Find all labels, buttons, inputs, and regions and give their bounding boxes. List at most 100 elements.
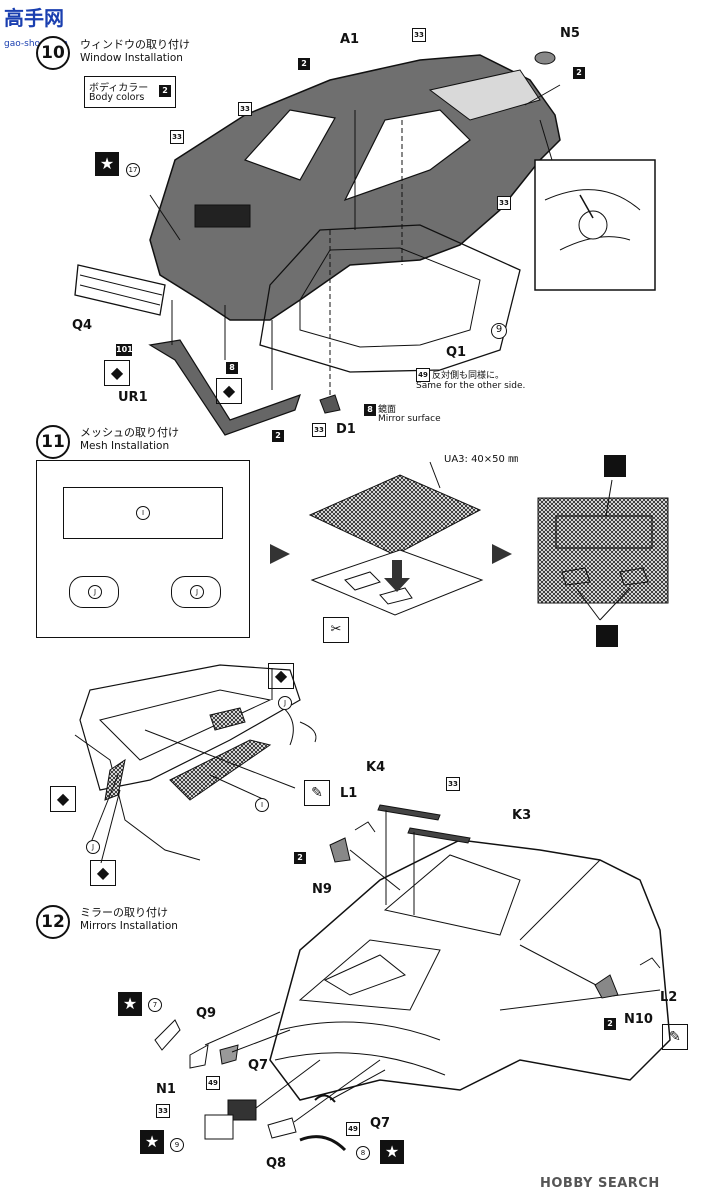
code-49-b: 49 xyxy=(346,1122,360,1136)
part-n5 xyxy=(534,51,556,65)
rear-window xyxy=(428,69,541,121)
mesh-ua3-label: UA3: 40×50 ㎜ xyxy=(444,454,519,465)
code-8-a: 8 xyxy=(226,362,238,374)
code-2-b: 2 xyxy=(573,67,585,79)
label-q7-a: Q7 xyxy=(248,1058,269,1073)
cut-icon: ✂ xyxy=(323,617,349,643)
label-q9: Q9 xyxy=(196,1006,217,1021)
mark-i: I xyxy=(136,506,150,520)
diamond-icon: ◆ xyxy=(50,786,76,812)
label-n1: N1 xyxy=(156,1082,176,1097)
code-9-plate: 9 xyxy=(170,1138,184,1152)
mesh-template-sheet: I J J xyxy=(36,460,250,638)
template-opening-j-left: J xyxy=(69,576,119,608)
body-colors-en: Body colors xyxy=(89,92,145,103)
wiper-k4 xyxy=(377,804,441,821)
window-glass-q1 xyxy=(259,224,521,373)
glue-icon: ✎ xyxy=(662,1024,688,1050)
code-8-b: 8 xyxy=(364,404,376,416)
label-q8: Q8 xyxy=(266,1156,287,1171)
step-12-title-en: Mirrors Installation xyxy=(80,920,178,932)
light-q9-b xyxy=(189,1044,209,1069)
diamond-icon: ◆ xyxy=(104,360,130,386)
code-33-c: 33 xyxy=(170,130,184,144)
mark-j-4: J xyxy=(86,840,100,854)
code-49-a: 49 xyxy=(206,1076,220,1090)
code-101: 101 xyxy=(116,344,133,356)
mesh-sheet-ua3 xyxy=(308,474,482,556)
car-body-outline xyxy=(269,839,671,1101)
star-icon: ★ xyxy=(118,992,142,1016)
footer-watermark: HOBBY SEARCH xyxy=(540,1172,660,1191)
star-icon: ★ xyxy=(95,152,119,176)
code-8-fog: 8 xyxy=(356,1146,370,1160)
code-33-b: 33 xyxy=(238,102,252,116)
code-33-a: 33 xyxy=(412,28,426,42)
code-7: 7 xyxy=(148,998,162,1012)
fog-q8 xyxy=(267,1117,297,1139)
step-10-title-jp: ウィンドウの取り付け xyxy=(80,38,190,51)
code-9: 9 xyxy=(491,323,507,339)
mirror-surface-jp: 鏡面 xyxy=(378,405,397,415)
lip-ur1 xyxy=(148,339,301,436)
arrow-right-icon xyxy=(492,544,512,564)
code-49: 49 xyxy=(416,368,430,382)
step-10-title: ウィンドウの取り付け Window Installation xyxy=(80,36,190,64)
step-11-title-jp: メッシュの取り付け xyxy=(80,426,179,439)
label-n9: N9 xyxy=(312,882,332,897)
code-33-e: 33 xyxy=(312,423,326,437)
label-a1: A1 xyxy=(340,32,360,47)
diamond-icon: ◆ xyxy=(268,663,294,689)
arrow-down-icon xyxy=(384,560,410,592)
mark-j-3: J xyxy=(278,696,292,710)
light-q9 xyxy=(154,1019,181,1051)
mesh-material-icon xyxy=(604,455,626,477)
other-side-en: Same for the other side. xyxy=(416,381,526,391)
label-l2: L2 xyxy=(660,990,678,1005)
code-33-k: 33 xyxy=(446,777,460,791)
label-k3: K3 xyxy=(512,808,532,823)
body-colors-code: 2 xyxy=(159,85,171,97)
mirror-surface-en: Mirror surface xyxy=(378,414,441,424)
code-2-a: 2 xyxy=(298,58,310,70)
step-12-title: ミラーの取り付け Mirrors Installation xyxy=(80,904,178,932)
step-11-title-en: Mesh Installation xyxy=(80,440,170,452)
label-k4: K4 xyxy=(366,760,386,775)
code-17: 17 xyxy=(126,163,140,177)
star-icon: ★ xyxy=(140,1130,164,1154)
code-33-n1: 33 xyxy=(156,1104,170,1118)
wiper-k3 xyxy=(407,827,471,844)
glue-icon: ✎ xyxy=(304,780,330,806)
label-ur1: UR1 xyxy=(118,390,148,405)
code-2-c: 2 xyxy=(272,430,284,442)
side-window xyxy=(343,109,471,202)
mesh-piece-i xyxy=(169,739,272,801)
diamond-icon: ◆ xyxy=(90,860,116,886)
label-q1: Q1 xyxy=(446,345,467,360)
code-2-n10: 2 xyxy=(604,1018,616,1030)
plate-front xyxy=(204,1114,234,1140)
windshield-outline xyxy=(383,854,521,936)
mirror-n9 xyxy=(329,837,351,863)
diamond-icon: ◆ xyxy=(216,378,242,404)
fog-q7-b xyxy=(314,1094,336,1103)
light-q7 xyxy=(219,1044,239,1065)
label-d1: D1 xyxy=(336,422,356,437)
label-n10: N10 xyxy=(624,1012,653,1027)
label-l1: L1 xyxy=(340,786,358,801)
grille-q4 xyxy=(74,264,166,316)
step-12-title-jp: ミラーの取り付け xyxy=(80,906,168,919)
step-11-number: 11 xyxy=(36,425,70,459)
watermark-logo: 高手网 gao-shou.com xyxy=(4,2,68,50)
watermark-text-cn: 高手网 xyxy=(4,6,64,30)
star-icon: ★ xyxy=(380,1140,404,1164)
code-33-d: 33 xyxy=(497,196,511,210)
step-12-number: 12 xyxy=(36,905,70,939)
window-glass-inner xyxy=(299,247,481,348)
step-10-title-en: Window Installation xyxy=(80,52,183,64)
windshield xyxy=(243,109,336,181)
mirror-d1 xyxy=(319,394,341,414)
